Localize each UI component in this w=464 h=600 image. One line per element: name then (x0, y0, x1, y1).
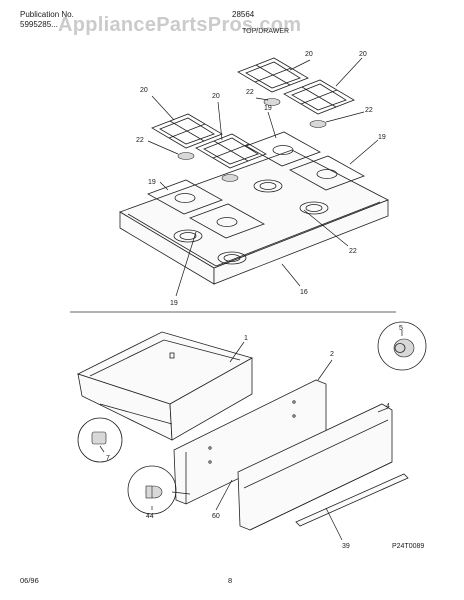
footer-page: 8 (228, 576, 233, 585)
callout-drawer-liner: 1 (244, 335, 248, 342)
callout-head-c: 19 (148, 179, 156, 186)
callout-head-d: 19 (170, 300, 178, 307)
drawer-leaders (99, 330, 403, 541)
drawer-liner (76, 331, 254, 441)
cooktop-assembly (119, 149, 389, 285)
burner-grates (151, 57, 355, 169)
cooktop-leaders (147, 57, 379, 297)
drawer-panel (237, 403, 393, 531)
callout-cooktop: 16 (300, 289, 308, 296)
callout-drawer-panel: 4 (386, 403, 390, 410)
footer-date: 06/96 (20, 576, 39, 585)
drawer-handle (295, 473, 409, 527)
callout-grate-c: 20 (305, 51, 313, 58)
callout-knob: 5 (399, 325, 403, 332)
diagram-id: P24T0089 (392, 543, 424, 550)
burner-heads (147, 131, 365, 239)
callout-head-a: 19 (264, 105, 272, 112)
burner-caps (177, 98, 327, 182)
callout-cap-b: 22 (246, 89, 254, 96)
callout-cap-c: 22 (365, 107, 373, 114)
knob-detail (377, 321, 427, 371)
callout-grate-d: 20 (359, 51, 367, 58)
callout-drawer-front: 2 (330, 351, 334, 358)
watermark: AppliancePartsPros.com (58, 14, 302, 36)
callout-head-b: 19 (378, 134, 386, 141)
model-number: 28564 (232, 10, 255, 19)
publication-label: Publication No. (20, 10, 74, 19)
callout-cap-d: 22 (349, 248, 357, 255)
callout-screw: 60 (212, 513, 220, 520)
callout-cap-a: 22 (136, 137, 144, 144)
callout-grate-b: 20 (212, 93, 220, 100)
publication-number: 5995285... (20, 20, 58, 29)
callout-grate-a: 20 (140, 87, 148, 94)
section-title: TOP/DRAWER (242, 28, 290, 35)
clip-detail (77, 417, 123, 463)
callout-roller: 44 (146, 513, 154, 520)
callout-clip: 7 (106, 455, 110, 462)
callout-handle: 39 (342, 543, 350, 550)
roller-detail (127, 465, 177, 515)
